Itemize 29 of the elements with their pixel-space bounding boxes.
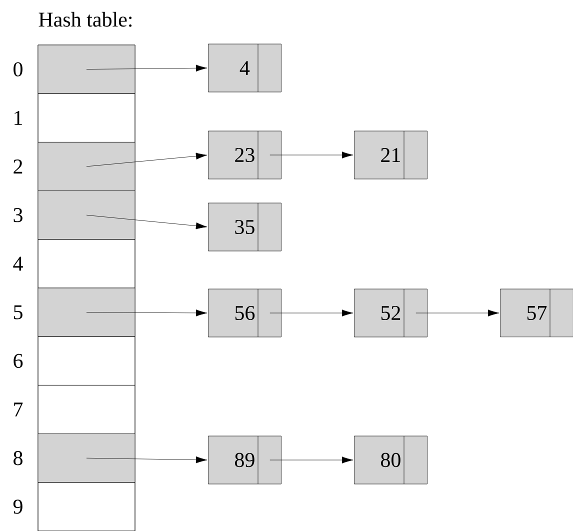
arrow xyxy=(86,152,208,167)
arrow xyxy=(86,214,208,230)
row-index: 0 xyxy=(14,62,22,76)
table-title: Hash table: xyxy=(38,12,132,27)
row-index: 8 xyxy=(14,451,22,466)
list-node: 4 xyxy=(208,44,282,92)
row-index: 7 xyxy=(14,402,23,416)
arrow xyxy=(270,456,354,464)
row-index: 5 xyxy=(14,305,22,320)
row-index: 4 xyxy=(13,256,23,271)
arrow xyxy=(86,310,208,316)
list-node: 80 xyxy=(354,436,428,484)
arrow xyxy=(270,152,354,158)
list-node: 56 xyxy=(208,288,282,338)
list-node: 35 xyxy=(208,202,282,252)
list-node: 23 xyxy=(208,130,282,180)
arrow xyxy=(416,310,500,316)
list-node: 21 xyxy=(354,130,428,180)
list-node: 57 xyxy=(500,288,573,338)
arrow xyxy=(86,456,208,464)
row-index: 6 xyxy=(14,354,23,368)
list-node: 52 xyxy=(354,288,428,338)
list-node: 89 xyxy=(208,436,282,484)
row-index: 2 xyxy=(14,160,22,174)
row-index: 1 xyxy=(14,110,22,125)
row-index: 3 xyxy=(14,208,22,222)
arrow xyxy=(270,310,354,316)
arrow xyxy=(86,64,208,72)
row-index: 9 xyxy=(13,500,22,514)
